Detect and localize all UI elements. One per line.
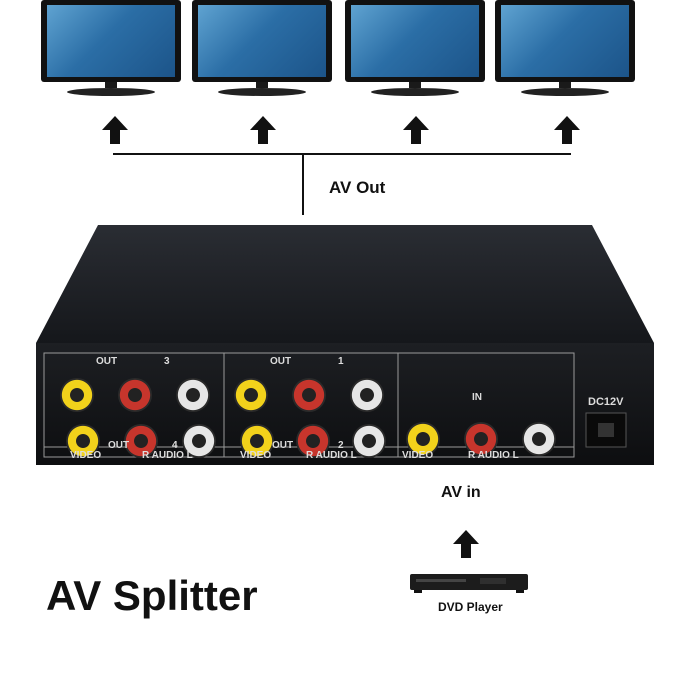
out-number-3: 3 (164, 356, 170, 367)
distribution-line (113, 153, 571, 155)
video-jack (66, 424, 100, 458)
audio-label: R AUDIO L (468, 450, 519, 461)
out-number-2: 2 (338, 440, 344, 451)
in-label: IN (472, 392, 482, 403)
audio-r-jack (124, 424, 158, 458)
page-title: AV Splitter (46, 572, 258, 619)
arrow-up-icon (403, 116, 429, 148)
video-label: VIDEO (402, 450, 434, 461)
audio-r-in-jack (464, 422, 498, 456)
audio-label: R AUDIO L (306, 450, 357, 461)
arrow-up-icon (250, 116, 276, 148)
tv-icon (345, 0, 485, 100)
out-label: OUT (108, 440, 130, 451)
audio-r-jack (118, 378, 152, 412)
video-in-jack (406, 422, 440, 456)
video-label: VIDEO (240, 450, 272, 461)
audio-r-jack (296, 424, 330, 458)
audio-label: R AUDIO L (142, 450, 193, 461)
audio-l-jack (176, 378, 210, 412)
dvd-player-icon (410, 574, 528, 593)
video-label: VIDEO (70, 450, 102, 461)
audio-l-jack (182, 424, 216, 458)
audio-l-in-jack (522, 422, 556, 456)
dc12v-label: DC12V (588, 396, 624, 408)
out-label: OUT (96, 356, 118, 367)
dvd-player-label: DVD Player (438, 600, 503, 614)
tv-icon (41, 0, 181, 100)
video-jack (234, 378, 268, 412)
tv-icon (495, 0, 635, 100)
arrow-up-icon (102, 116, 128, 148)
out-number-4: 4 (172, 440, 178, 451)
out-label: OUT (270, 356, 292, 367)
av-out-label: AV Out (329, 178, 386, 197)
av-in-label: AV in (441, 484, 481, 501)
audio-r-jack (292, 378, 326, 412)
tv-icon (192, 0, 332, 100)
feed-line (302, 155, 304, 215)
out-number-1: 1 (338, 356, 344, 367)
audio-l-jack (350, 378, 384, 412)
video-jack (60, 378, 94, 412)
arrow-up-icon (453, 530, 479, 562)
audio-l-jack (352, 424, 386, 458)
splitter-device (36, 225, 654, 465)
arrow-up-icon (554, 116, 580, 148)
video-jack (240, 424, 274, 458)
out-label: OUT (272, 440, 294, 451)
